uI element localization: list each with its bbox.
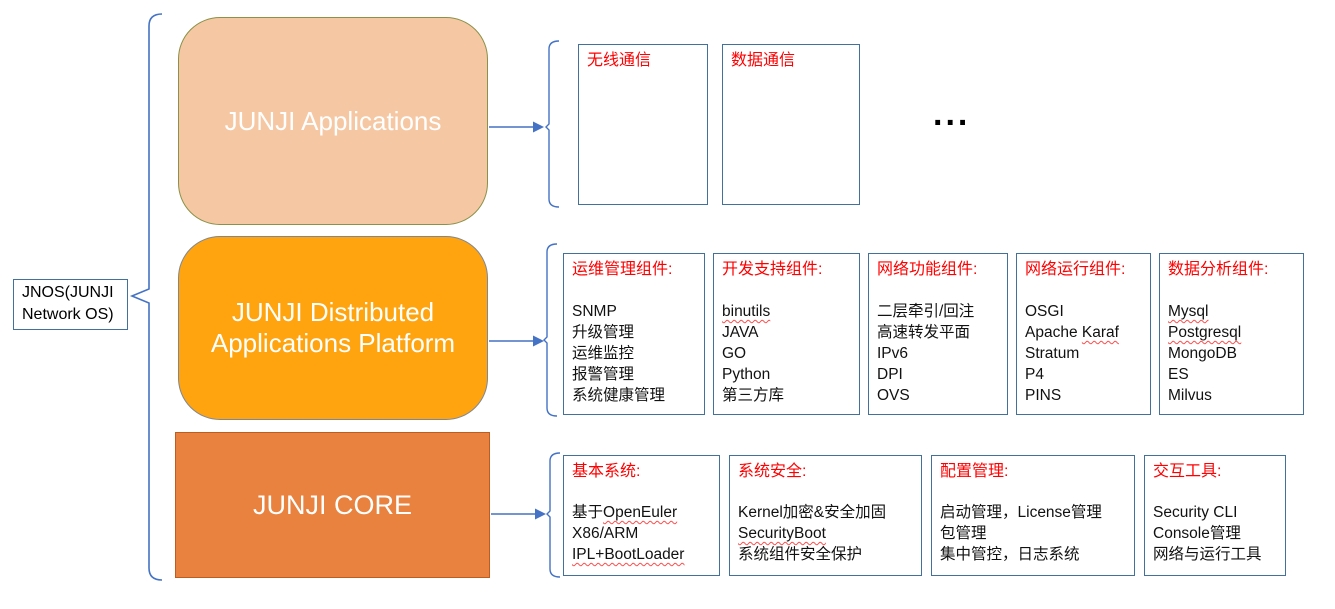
component-box: 系统安全: Kernel加密&安全加固 SecurityBoot 系统组件安全保护 xyxy=(729,455,922,576)
component-item: 系统健康管理 xyxy=(572,387,666,404)
component-item: 系统组件安全保护 xyxy=(738,546,863,563)
component-item: P4 xyxy=(1025,366,1044,383)
bracket-row-applications xyxy=(545,40,560,208)
component-item: Python xyxy=(722,366,771,383)
component-box-header: 无线通信 xyxy=(587,52,652,69)
more-apps-ellipsis: ... xyxy=(933,95,971,133)
component-item: JAVA xyxy=(722,324,759,341)
jnos-label-line1: JNOS(JUNJI xyxy=(22,284,114,301)
component-item: Kernel加密&安全加固 xyxy=(738,504,887,521)
component-item: 报警管理 xyxy=(572,366,635,383)
component-item: SecurityBoot xyxy=(738,525,826,542)
component-item: Apache Karaf xyxy=(1025,324,1119,341)
component-box-header: 配置管理: xyxy=(940,463,1009,480)
layer-core-title: JUNJI CORE xyxy=(252,489,412,520)
component-item: Stratum xyxy=(1025,345,1080,362)
layer-core: JUNJI CORE xyxy=(175,432,490,578)
component-item: SNMP xyxy=(572,303,617,320)
component-item: 高速转发平面 xyxy=(877,324,971,341)
layer-platform: JUNJI Distributed Applications Platform xyxy=(178,236,488,420)
component-item: 第三方库 xyxy=(722,387,785,404)
component-item: 基于OpenEuler xyxy=(572,504,678,521)
component-box-header: 数据分析组件: xyxy=(1168,261,1269,278)
component-item-list: 启动管理，License管理包管理集中管控，日志系统 xyxy=(940,502,1126,565)
component-box-header: 运维管理组件: xyxy=(572,261,673,278)
layer-platform-title: JUNJI Distributed Applications Platform xyxy=(210,297,456,358)
component-box-header: 系统安全: xyxy=(738,463,807,480)
component-item: 二层牵引/回注 xyxy=(877,303,975,320)
component-box: 配置管理: 启动管理，License管理包管理集中管控，日志系统 xyxy=(931,455,1135,576)
component-item: 启动管理，License管理 xyxy=(940,504,1102,521)
component-item: OSGI xyxy=(1025,303,1064,320)
arrow-applications xyxy=(489,121,544,133)
component-row-applications: 无线通信 数据通信 xyxy=(578,44,860,205)
layer-applications: JUNJI Applications xyxy=(178,17,488,225)
component-item: Console管理 xyxy=(1153,525,1241,542)
component-item-list: Security CLI Console管理网络与运行工具 xyxy=(1153,502,1277,565)
component-item: ES xyxy=(1168,366,1189,383)
component-item: Milvus xyxy=(1168,387,1212,404)
component-item: GO xyxy=(722,345,747,362)
jnos-label-box: JNOS(JUNJI Network OS) xyxy=(13,279,128,330)
component-item: MongoDB xyxy=(1168,345,1237,362)
component-box: 交互工具: Security CLI Console管理网络与运行工具 xyxy=(1144,455,1286,576)
component-item: DPI xyxy=(877,366,903,383)
component-item-list: SNMP 升级管理运维监控报警管理系统健康管理 xyxy=(572,301,696,406)
component-box: 数据通信 xyxy=(722,44,860,205)
component-box-header: 开发支持组件: xyxy=(722,261,823,278)
component-item-list: Kernel加密&安全加固 SecurityBoot 系统组件安全保护 xyxy=(738,502,913,565)
component-box-header: 网络功能组件: xyxy=(877,261,978,278)
component-box-header: 基本系统: xyxy=(572,463,641,480)
component-item: Security CLI xyxy=(1153,504,1238,521)
component-item: 包管理 xyxy=(940,525,987,542)
component-item: 运维监控 xyxy=(572,345,635,362)
component-row-platform: 运维管理组件: SNMP 升级管理运维监控报警管理系统健康管理 开发支持组件: binu… xyxy=(563,253,1304,415)
arrow-core xyxy=(491,508,546,520)
component-box-header: 数据通信 xyxy=(731,52,796,69)
component-item: IPv6 xyxy=(877,345,909,362)
layer-applications-title: JUNJI Applications xyxy=(224,105,442,136)
jnos-brace xyxy=(129,13,163,581)
component-item: 升级管理 xyxy=(572,324,635,341)
component-item: 集中管控，日志系统 xyxy=(940,546,1080,563)
bracket-row-core xyxy=(546,452,561,578)
component-box-header: 交互工具: xyxy=(1153,463,1222,480)
component-item: 网络与运行工具 xyxy=(1153,546,1262,563)
component-box-header: 网络运行组件: xyxy=(1025,261,1126,278)
component-box: 运维管理组件: SNMP 升级管理运维监控报警管理系统健康管理 xyxy=(563,253,705,415)
component-item: binutils xyxy=(722,303,771,320)
component-item: Postgresql xyxy=(1168,324,1242,341)
arrow-platform xyxy=(489,335,544,347)
component-item: PINS xyxy=(1025,387,1062,404)
component-box: 无线通信 xyxy=(578,44,708,205)
component-item: X86/ARM xyxy=(572,525,639,542)
bracket-row-platform xyxy=(543,243,558,417)
component-item: IPL+BootLoader xyxy=(572,546,685,563)
component-item: OVS xyxy=(877,387,910,404)
jnos-label-line2: Network OS) xyxy=(22,306,114,323)
component-item: Mysql xyxy=(1168,303,1209,320)
